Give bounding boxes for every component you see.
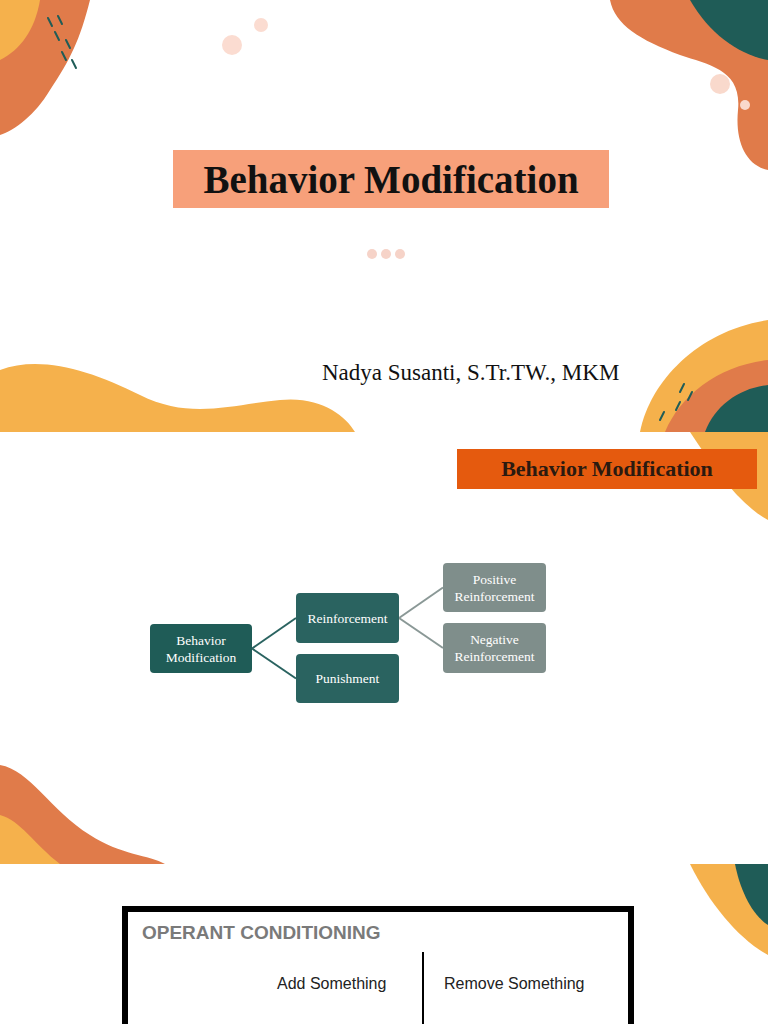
- corner-blob: [690, 0, 768, 60]
- box-text: Reinforcement: [307, 610, 387, 627]
- deco-dot: [254, 18, 268, 32]
- deco-dot: [381, 249, 391, 259]
- box-text: Behavior Modification: [154, 632, 248, 666]
- corner-blob: [705, 385, 768, 432]
- corner-blob: [735, 864, 768, 925]
- corner-blob: [610, 0, 768, 170]
- corner-blob: [0, 815, 60, 864]
- corner-blob: [640, 320, 768, 432]
- box-content: Reinforcement: [307, 610, 387, 627]
- table-cell: Remove Something: [444, 975, 585, 993]
- corner-blob: [0, 765, 165, 864]
- corner-blob: [665, 360, 768, 432]
- tree-connector: [252, 649, 296, 679]
- tree-box: Behavior Modification: [150, 624, 252, 673]
- wave-blob: [0, 364, 355, 432]
- box-text: Negative Reinforcement: [447, 631, 542, 665]
- corner-blob: [690, 864, 768, 955]
- deco-dot: [367, 249, 377, 259]
- tree-connector: [399, 618, 443, 648]
- table-frame: [125, 909, 631, 1024]
- box-text: Punishment: [316, 670, 380, 687]
- deco-dot: [710, 74, 730, 94]
- table-cell: Add Something: [277, 975, 386, 993]
- author-name: Nadya Susanti, S.Tr.TW., MKM: [322, 360, 619, 386]
- tree-box: Negative Reinforcement: [443, 623, 546, 673]
- corner-blob: [0, 0, 90, 135]
- tree-box: Punishment: [296, 654, 399, 703]
- tree-connector: [399, 588, 443, 619]
- tree-box: Positive Reinforcement: [443, 563, 546, 612]
- deco-dot: [740, 100, 750, 110]
- slide-title: Behavior Modification: [173, 150, 609, 208]
- corner-blob: [0, 0, 40, 60]
- table-heading: OPERANT CONDITIONING: [142, 922, 381, 944]
- table-divider: [422, 952, 424, 1024]
- box-content: Positive Reinforcement: [447, 571, 542, 605]
- deco-dot: [395, 249, 405, 259]
- slide-header: Behavior Modification: [457, 449, 757, 489]
- tree-connector: [252, 618, 296, 649]
- deco-dot: [222, 35, 242, 55]
- dash-marks: [660, 384, 692, 420]
- tree-box: Reinforcement: [296, 593, 399, 643]
- box-content: Punishment: [316, 670, 380, 687]
- box-content: Negative Reinforcement: [447, 631, 542, 665]
- box-content: Behavior Modification: [154, 632, 248, 666]
- box-text: Positive Reinforcement: [447, 571, 542, 605]
- dash-marks: [48, 16, 76, 68]
